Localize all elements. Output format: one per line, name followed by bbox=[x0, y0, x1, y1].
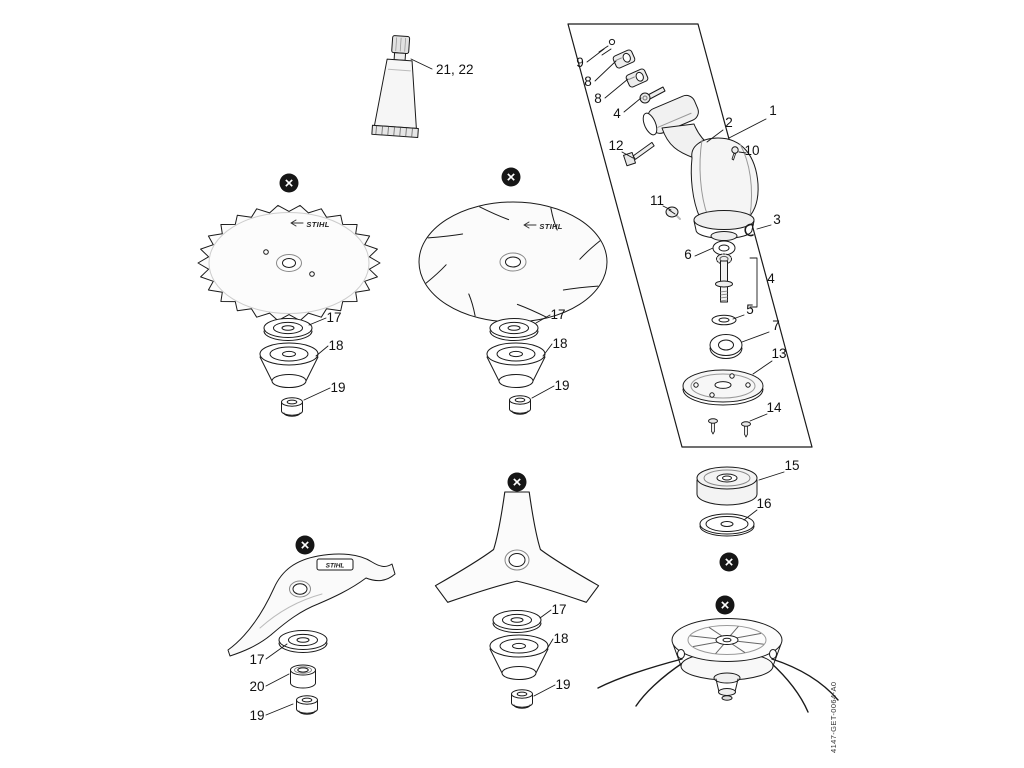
circular-saw-blade: STIHL bbox=[197, 204, 381, 322]
assembly-frame-box bbox=[567, 23, 813, 448]
leader-lines bbox=[265, 48, 785, 716]
gear-head-assembly bbox=[598, 38, 764, 438]
collar-nut-19 bbox=[509, 395, 531, 415]
x-mark-icon: × bbox=[719, 552, 739, 572]
star-blade-3pt bbox=[434, 491, 600, 603]
callout-21-22: 21, 22 bbox=[436, 62, 474, 77]
bearing-7 bbox=[709, 334, 743, 359]
cover-washer-16 bbox=[699, 513, 755, 537]
callout-10: 10 bbox=[744, 143, 759, 158]
thrust-plate-13 bbox=[682, 369, 764, 406]
bolt-12 bbox=[623, 141, 655, 167]
bearing-6 bbox=[712, 240, 736, 256]
callout-19: 19 bbox=[249, 708, 264, 723]
spring-clip-9 bbox=[598, 38, 616, 56]
x-mark-icon: × bbox=[715, 595, 735, 615]
callout-2: 2 bbox=[725, 115, 733, 130]
x-glyph: × bbox=[725, 554, 734, 571]
clamp-collar-8 bbox=[612, 49, 636, 69]
pressure-cup-18 bbox=[489, 634, 549, 680]
x-glyph: × bbox=[721, 597, 730, 614]
x-mark-icon: × bbox=[507, 472, 527, 492]
grass-cutting-blade: STIHL bbox=[418, 201, 608, 323]
callout-17: 17 bbox=[550, 307, 565, 322]
callout-1: 1 bbox=[769, 103, 777, 118]
callout-17: 17 bbox=[551, 602, 566, 617]
callout-19: 19 bbox=[555, 677, 570, 692]
callout-7: 7 bbox=[772, 318, 780, 333]
x-glyph: × bbox=[507, 169, 516, 186]
rotation-arrow-icon bbox=[523, 221, 537, 229]
blade-brand-text: STIHL bbox=[326, 563, 345, 570]
trimmer-line bbox=[597, 658, 839, 713]
collar-nut-19 bbox=[281, 397, 303, 417]
x-mark-icon: × bbox=[295, 535, 315, 555]
callout-13: 13 bbox=[771, 346, 786, 361]
callout-20: 20 bbox=[249, 679, 264, 694]
callout-18: 18 bbox=[552, 336, 567, 351]
blade-brand-text: STIHL bbox=[539, 222, 562, 231]
callout-5: 5 bbox=[746, 302, 754, 317]
callout-15: 15 bbox=[784, 458, 799, 473]
circlip-3 bbox=[744, 223, 754, 237]
document-code: 4147-GET-0064-A0 bbox=[829, 682, 838, 753]
callout-17: 17 bbox=[326, 310, 341, 325]
thrust-washer-17 bbox=[489, 318, 539, 341]
washer-5 bbox=[711, 314, 737, 326]
thrust-washer-17 bbox=[492, 610, 542, 633]
callout-19: 19 bbox=[554, 378, 569, 393]
clamp-bolt-4 bbox=[639, 86, 666, 104]
callout-11: 11 bbox=[650, 193, 664, 208]
callout-4: 4 bbox=[767, 271, 775, 286]
x-glyph: × bbox=[301, 537, 310, 554]
blade-brand-text: STIHL bbox=[306, 220, 329, 229]
thrust-washer-17 bbox=[278, 630, 328, 653]
spacer-bushing-20 bbox=[290, 664, 316, 689]
collar-nut-19 bbox=[296, 695, 318, 715]
callout-12: 12 bbox=[608, 138, 623, 153]
clamp-collar-8 bbox=[625, 68, 649, 88]
curved-mowing-blade: STIHL bbox=[227, 553, 396, 657]
adhesive-tube bbox=[371, 35, 419, 138]
callout-4: 4 bbox=[613, 106, 621, 121]
x-glyph: × bbox=[285, 175, 294, 192]
screw-10 bbox=[731, 146, 739, 161]
x-mark-icon: × bbox=[279, 173, 299, 193]
callout-18: 18 bbox=[328, 338, 343, 353]
drive-shaft-4 bbox=[715, 253, 733, 303]
callout-18: 18 bbox=[553, 631, 568, 646]
rotation-arrow-icon bbox=[290, 219, 304, 227]
x-glyph: × bbox=[513, 474, 522, 491]
screw-14 bbox=[741, 421, 751, 438]
trimmer-head-autocut bbox=[597, 618, 839, 713]
callout-8: 8 bbox=[584, 74, 592, 89]
callout-3: 3 bbox=[773, 212, 781, 227]
callout-labels: 21, 22 17 18 19 17 18 19 9 8 8 4 12 2 1 … bbox=[249, 55, 799, 723]
callout-16: 16 bbox=[756, 496, 771, 511]
pressure-cup-18 bbox=[486, 342, 546, 388]
callout-8: 8 bbox=[594, 91, 602, 106]
callout-17: 17 bbox=[249, 652, 264, 667]
screw-14 bbox=[708, 418, 718, 435]
callout-14: 14 bbox=[766, 400, 782, 415]
callout-19: 19 bbox=[330, 380, 345, 395]
pressure-cup-18 bbox=[259, 342, 319, 388]
x-mark-icon: × bbox=[501, 167, 521, 187]
callout-6: 6 bbox=[684, 247, 692, 262]
clutch-drum-15 bbox=[696, 466, 758, 506]
gear-head-housing-2 bbox=[642, 94, 759, 241]
thrust-washer-17 bbox=[263, 318, 313, 341]
callout-9: 9 bbox=[576, 55, 584, 70]
collar-nut-19 bbox=[511, 689, 533, 709]
